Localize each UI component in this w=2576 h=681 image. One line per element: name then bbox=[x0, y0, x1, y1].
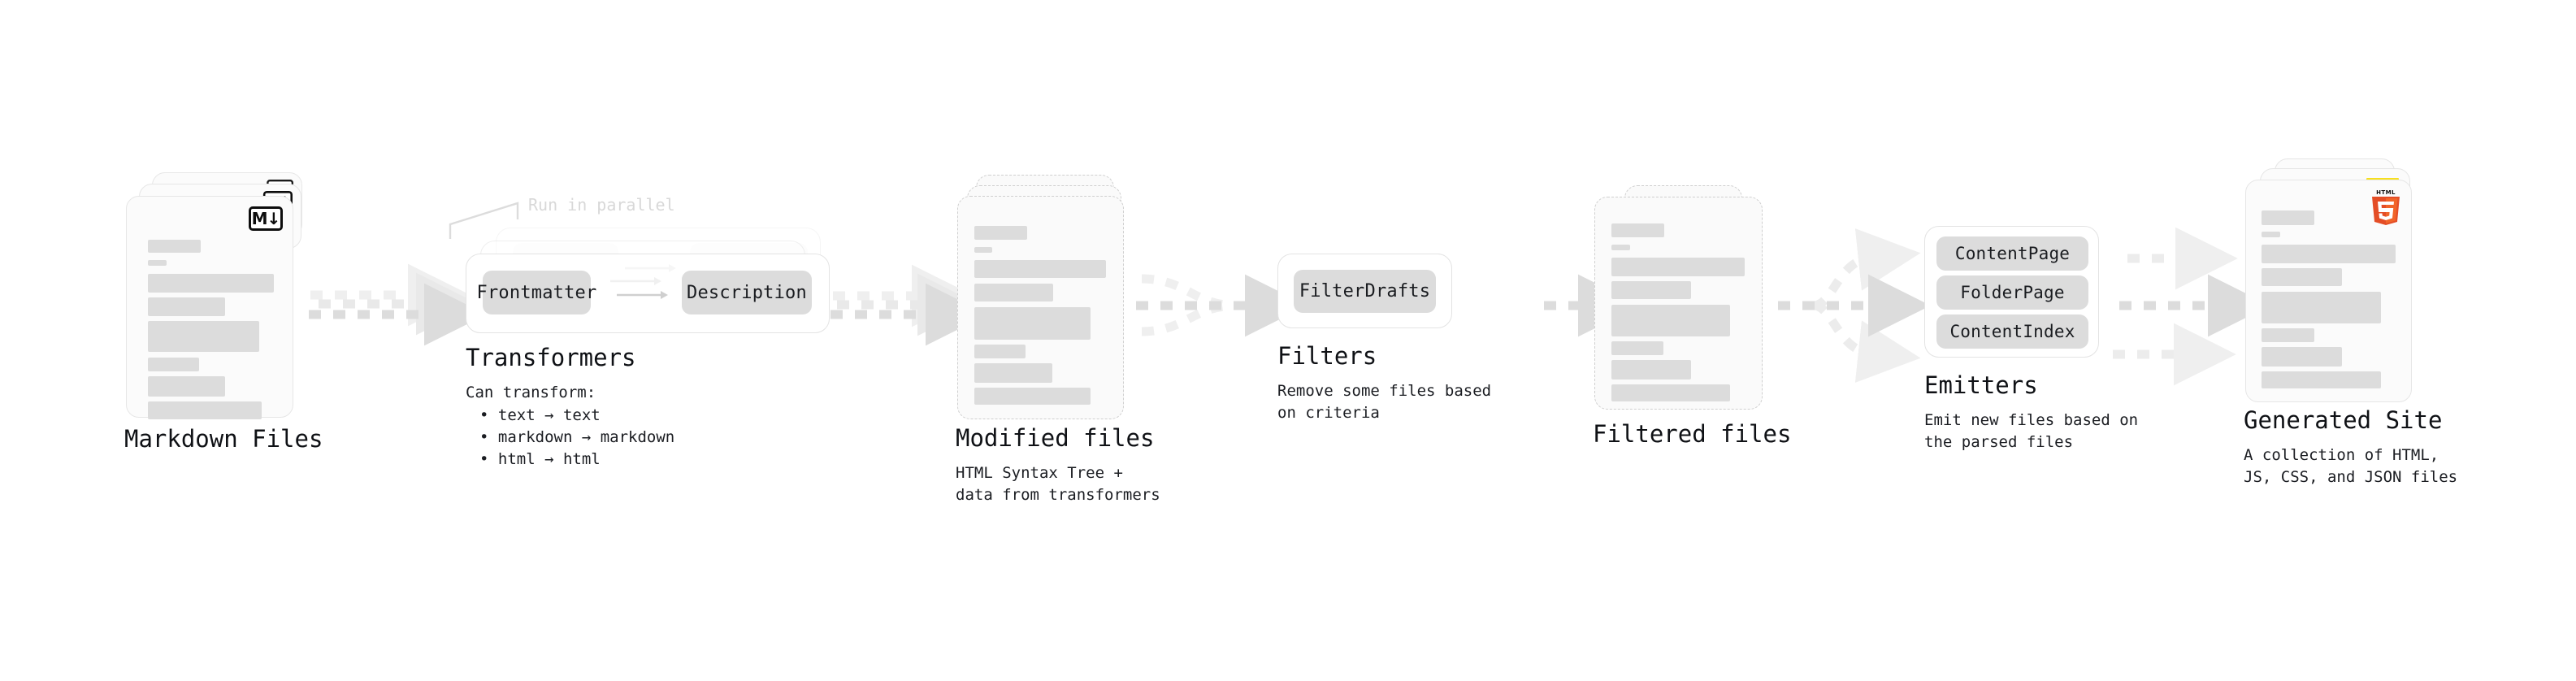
arrow-modified-to-filters bbox=[1136, 274, 1308, 337]
stage-title-modified-files: Modified files bbox=[956, 424, 1155, 452]
transformers-subtitle: Can transform: bbox=[466, 384, 596, 401]
filtered-doc-front bbox=[1594, 197, 1763, 410]
filter-node-filterdrafts[interactable]: FilterDrafts bbox=[1294, 270, 1436, 313]
modified-files-subtitle: HTML Syntax Tree + data from transformer… bbox=[956, 464, 1160, 504]
transformers-bullet-0: • text → text bbox=[479, 406, 601, 424]
emitters-subtitle: Emit new files based on the parsed files bbox=[1924, 411, 2139, 451]
arrow-filtered-to-emitters bbox=[1778, 228, 1931, 383]
site-doc-front: HTML bbox=[2245, 180, 2412, 402]
stage-title-filters: Filters bbox=[1277, 342, 1377, 370]
transformer-node-description[interactable]: Description bbox=[682, 271, 812, 314]
site-doc-content bbox=[2246, 180, 2411, 401]
filtered-doc-content bbox=[1595, 197, 1762, 409]
modified-doc-content bbox=[958, 197, 1123, 419]
modified-doc-stack bbox=[957, 175, 1132, 419]
stage-modified-files: Modified files HTML Syntax Tree + data f… bbox=[956, 175, 1160, 504]
markdown-doc-content bbox=[127, 197, 293, 419]
transformers-bullet-1: • markdown → markdown bbox=[479, 428, 675, 446]
svg-text:HTML: HTML bbox=[2376, 189, 2396, 196]
transformers-bullet-2: • html → html bbox=[479, 450, 601, 468]
filtered-doc-stack bbox=[1594, 185, 1769, 421]
stage-title-generated-site: Generated Site bbox=[2244, 406, 2443, 434]
filters-subtitle: Remove some files based on criteria bbox=[1277, 382, 1492, 422]
stage-title-emitters: Emitters bbox=[1924, 371, 2038, 399]
arrow-markdown-to-transformers bbox=[309, 263, 487, 346]
filters-box: FilterDrafts bbox=[1277, 254, 1452, 328]
emitter-node-folderpage[interactable]: FolderPage bbox=[1936, 275, 2088, 310]
stage-markdown-files: M↓ M↓ M↓ Markdown Files bbox=[124, 172, 323, 453]
transformer-box-front: Frontmatter Description bbox=[466, 254, 830, 333]
emitter-node-contentpage[interactable]: ContentPage bbox=[1936, 236, 2088, 271]
transformer-inner-arrow-icon bbox=[625, 264, 676, 272]
run-in-parallel-label: Run in parallel bbox=[528, 195, 675, 215]
generated-site-subtitle: A collection of HTML, JS, CSS, and JSON … bbox=[2244, 446, 2458, 486]
emitters-box: ContentPage FolderPage ContentIndex bbox=[1924, 226, 2099, 358]
stage-title-filtered-files: Filtered files bbox=[1593, 420, 1792, 448]
stage-generated-site: CSS HTML bbox=[2244, 158, 2457, 486]
html5-badge-icon: HTML bbox=[2372, 189, 2400, 225]
stage-filtered-files: Filtered files bbox=[1593, 185, 1791, 448]
transformer-inner-arrow-icon bbox=[617, 291, 668, 299]
markdown-doc-front: M↓ bbox=[126, 196, 293, 419]
run-in-parallel-bracket bbox=[449, 202, 519, 239]
emitter-node-contentindex[interactable]: ContentIndex bbox=[1936, 314, 2088, 349]
markdown-badge-icon: M↓ bbox=[249, 206, 283, 231]
arrow-emitters-to-site bbox=[2113, 227, 2270, 386]
stage-title-markdown-files: Markdown Files bbox=[124, 425, 323, 453]
transformer-inner-arrow-icon bbox=[610, 277, 661, 285]
stage-title-transformers: Transformers bbox=[466, 344, 636, 371]
modified-doc-front bbox=[957, 196, 1124, 419]
site-doc-stack: CSS HTML bbox=[2245, 158, 2440, 402]
transformer-node-frontmatter[interactable]: Frontmatter bbox=[477, 271, 596, 314]
arrow-transformers-to-modified bbox=[830, 264, 988, 346]
markdown-doc-stack: M↓ M↓ M↓ bbox=[126, 172, 309, 424]
